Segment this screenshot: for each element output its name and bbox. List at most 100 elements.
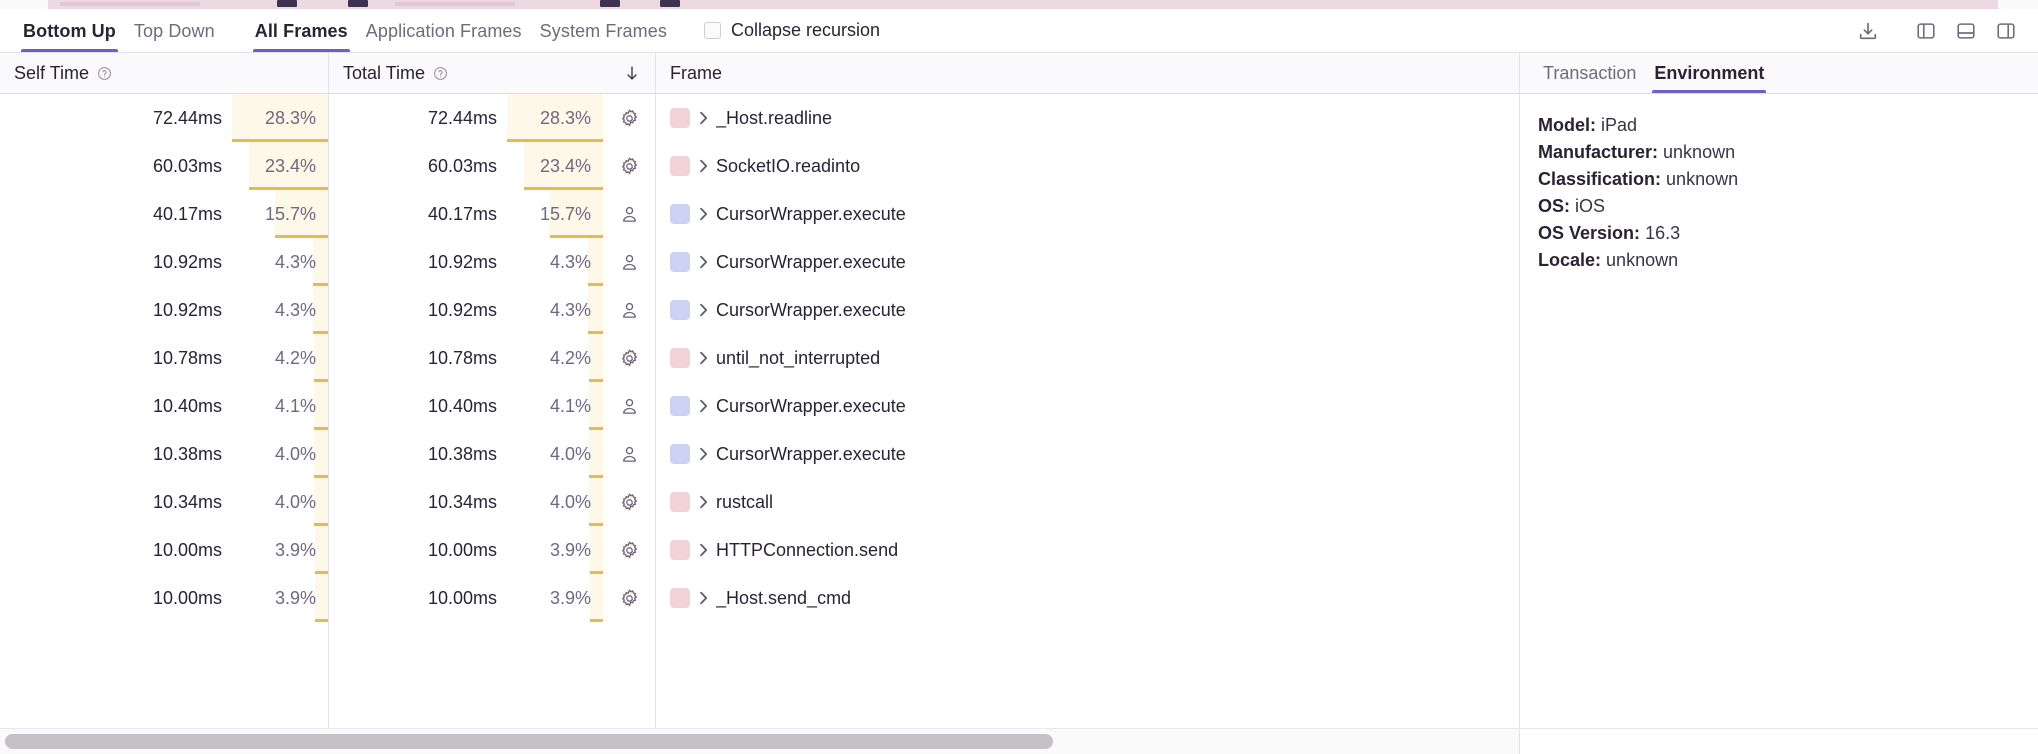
percent-cell-total: 3.9% [507,526,603,574]
system-frame-icon[interactable] [603,478,655,526]
expand-chevron-icon[interactable] [690,158,716,174]
expand-chevron-icon[interactable] [690,254,716,270]
percent-fill [314,478,328,526]
application-frame-icon[interactable] [603,382,655,430]
flamegraph-strip[interactable] [0,0,2038,9]
flamegraph-block[interactable] [600,0,620,7]
total-time-value: 10.40ms [427,395,497,416]
frame-column-cell: CursorWrapper.execute [656,286,1519,334]
collapse-recursion-control[interactable]: Collapse recursion [703,9,880,52]
percent-value: 4.3% [274,251,316,272]
expand-chevron-icon[interactable] [690,590,716,606]
percent-cell-total: 3.9% [507,574,603,622]
percent-cell-self: 4.0% [232,478,328,526]
expand-chevron-icon[interactable] [690,398,716,414]
tab-top-down[interactable]: Top Down [125,9,224,52]
help-icon[interactable] [433,66,448,81]
toggle-right-panel-button[interactable] [1988,15,2024,47]
system-frame-icon[interactable] [603,334,655,382]
flamegraph-block[interactable] [395,2,515,6]
horizontal-scrollbar-track[interactable] [0,729,1520,754]
frame-name: CursorWrapper.execute [716,299,906,320]
percent-value: 3.9% [274,539,316,560]
sort-descending-icon[interactable] [623,64,641,82]
environment-row: Model: iPad [1538,112,2020,139]
frame-column-cell: CursorWrapper.execute [656,430,1519,478]
expand-chevron-icon[interactable] [690,302,716,318]
expand-chevron-icon[interactable] [690,494,716,510]
frame-name: _Host.readline [716,107,833,128]
panel-body: Self Time Total Time [0,53,2038,728]
help-icon[interactable] [97,66,112,81]
tab-application-frames[interactable]: Application Frames [357,9,531,52]
tab-environment[interactable]: Environment [1645,53,1773,93]
total-time-value: 60.03ms [427,155,497,176]
environment-value: iPad [1601,115,1638,135]
column-header-self-time[interactable]: Self Time [0,53,329,93]
flamegraph-strip-right-edge [1998,0,2038,9]
expand-chevron-icon[interactable] [690,206,716,222]
toolbar-left-group: Bottom Up Top Down All Frames Applicatio… [14,9,880,52]
download-button[interactable] [1850,15,1886,47]
system-frame-icon[interactable] [603,526,655,574]
system-frame-icon[interactable] [603,94,655,142]
tab-top-down-label: Top Down [133,20,215,41]
application-frame-icon[interactable] [603,286,655,334]
expand-chevron-icon[interactable] [690,446,716,462]
environment-row: Manufacturer: unknown [1538,139,2020,166]
tab-bottom-up[interactable]: Bottom Up [14,9,125,52]
environment-key: Manufacturer: [1538,142,1659,162]
expand-chevron-icon[interactable] [690,110,716,126]
tab-system-frames-label: System Frames [539,20,667,41]
horizontal-scrollbar-thumb[interactable] [5,734,1053,749]
flamegraph-block[interactable] [277,0,297,7]
percent-value: 4.0% [549,443,591,464]
tab-all-frames[interactable]: All Frames [246,9,357,52]
frame-name: CursorWrapper.execute [716,251,906,272]
system-frame-icon[interactable] [603,142,655,190]
collapse-recursion-checkbox[interactable] [703,22,721,39]
flamegraph-block[interactable] [348,0,368,7]
toggle-left-panel-button[interactable] [1908,15,1944,47]
system-frame-icon[interactable] [603,574,655,622]
frame-name: rustcall [716,491,774,512]
frame-color-swatch [670,588,690,608]
column-header-frame[interactable]: Frame [656,53,1519,93]
frame-color-swatch [670,300,690,320]
tab-system-frames[interactable]: System Frames [531,9,676,52]
toggle-bottom-panel-button[interactable] [1948,15,1984,47]
tab-transaction[interactable]: Transaction [1534,53,1645,93]
application-frame-icon[interactable] [603,190,655,238]
expand-chevron-icon[interactable] [690,542,716,558]
toolbar-actions [1850,15,2024,47]
layout-right-panel-icon [1995,20,2017,42]
flamegraph-block[interactable] [60,2,200,6]
application-frame-icon[interactable] [603,430,655,478]
flamegraph-block[interactable] [660,0,680,7]
expand-chevron-icon[interactable] [690,350,716,366]
self-time-value: 10.92ms [152,251,222,272]
column-header-total-time[interactable]: Total Time [329,53,656,93]
self-time-value: 72.44ms [152,107,222,128]
application-frame-icon[interactable] [603,238,655,286]
percent-value: 4.1% [274,395,316,416]
